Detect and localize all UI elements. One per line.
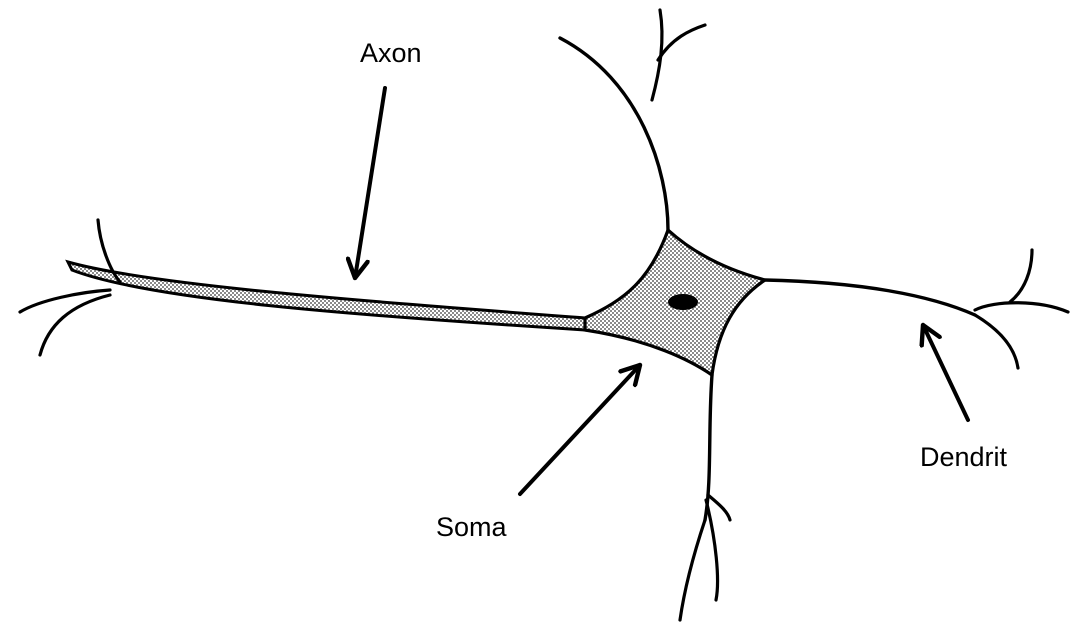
soma-arrow [520,365,640,494]
lower-dendrite [680,375,730,620]
upper-dendrite [560,10,705,230]
axon-label: Axon [360,38,422,68]
soma-label: Soma [436,512,508,542]
dendrite-arrow [923,325,968,420]
right-dendrite [765,250,1068,368]
nucleus [668,294,698,310]
axon-fiber [68,262,585,330]
dendrite-label: Dendrit [920,442,1008,472]
axon-arrow [355,88,385,278]
axon-terminals [20,220,120,355]
